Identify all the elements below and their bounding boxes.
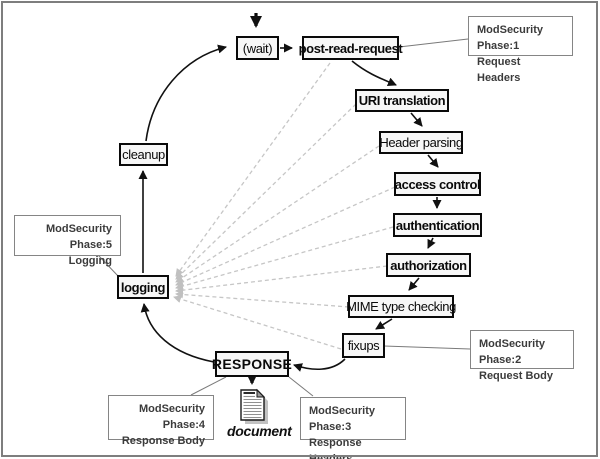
phase2-line1: ModSecurity Phase:2 [479, 338, 546, 366]
modsecurity-phase1-box: ModSecurity Phase:1 Request Headers [468, 16, 573, 84]
arrow-cleanup-to-wait [145, 44, 227, 142]
arrow-fixups-to-response [293, 358, 346, 372]
line-response-to-phase3 [288, 376, 314, 397]
node-post-read-request: post-read-request [299, 36, 403, 60]
arrow-uri-to-header [410, 112, 423, 127]
dashed-post-read-to-logging [175, 62, 331, 277]
dashed-fixups-to-logging [173, 295, 342, 350]
node-cleanup-label: cleanup [122, 147, 165, 162]
modsecurity-phase3-box: ModSecurity Phase:3 Response Headers [300, 397, 406, 459]
node-fixups-label: fixups [347, 338, 380, 353]
arrow-authz-to-mime [408, 277, 420, 291]
node-fixups: fixups [342, 333, 385, 358]
dashed-mime-to-logging [175, 290, 350, 308]
node-authentication: authentication [393, 213, 482, 237]
node-mime-type-checking-label: MIME type checking [346, 299, 456, 314]
phase4-line2: Response Body [121, 434, 205, 447]
node-uri-translation-label: URI translation [358, 93, 446, 108]
node-access-control: access control [394, 172, 481, 196]
node-wait-label: (wait) [242, 40, 273, 56]
node-logging-label: logging [120, 279, 166, 295]
arrow-mime-to-fixups [375, 318, 393, 330]
arrow-response-to-logging [140, 303, 215, 363]
dashed-authz-to-logging [175, 265, 388, 295]
node-logging: logging [117, 275, 169, 299]
node-authorization: authorization [386, 253, 471, 277]
dashed-uri-to-logging [175, 103, 357, 280]
phase3-line2: Response Headers [309, 436, 362, 459]
document-icon [240, 388, 268, 424]
line-fixups-to-phase2 [383, 345, 471, 350]
phase5-line2: Logging [68, 254, 112, 267]
modsecurity-phase4-box: ModSecurity Phase:4 Response Body [108, 395, 214, 447]
arrow-post-read-to-uri [351, 60, 397, 86]
phase1-line2: Request Headers [477, 55, 521, 84]
arrow-authn-to-authz [427, 237, 436, 249]
node-header-parsing-label: Header parsing [379, 135, 463, 150]
annotation-connectors [97, 38, 471, 397]
line-response-to-phase4 [190, 376, 227, 396]
modsecurity-phase2-box: ModSecurity Phase:2 Request Body [470, 330, 574, 382]
node-cleanup: cleanup [119, 143, 168, 166]
line-phase5-to-logging [97, 254, 120, 278]
arrow-header-to-access [427, 154, 439, 168]
node-response-label: RESPONSE [211, 356, 293, 372]
phase3-line1: ModSecurity Phase:3 [309, 405, 376, 433]
node-authentication-label: authentication [395, 217, 480, 233]
phase5-line1: ModSecurity Phase:5 [45, 223, 112, 251]
flow-arrows [138, 43, 442, 372]
dashed-authn-to-logging [175, 226, 394, 290]
logging-dashed-arrows [173, 62, 396, 350]
document-label: document [227, 423, 292, 439]
node-authorization-label: authorization [390, 257, 467, 273]
node-header-parsing: Header parsing [379, 131, 463, 154]
node-response: RESPONSE [211, 351, 293, 377]
dashed-header-to-logging [175, 145, 380, 283]
node-wait: (wait) [236, 36, 279, 60]
node-uri-translation: URI translation [355, 89, 449, 112]
node-mime-type-checking: MIME type checking [346, 295, 456, 318]
thick-arrows [246, 13, 262, 385]
dashed-access-to-logging [175, 186, 396, 286]
phase2-line2: Request Body [479, 369, 553, 382]
phase4-line1: ModSecurity Phase:4 [138, 403, 205, 431]
line-post-read-to-phase1 [398, 38, 469, 48]
phase1-line1: ModSecurity Phase:1 [477, 24, 544, 52]
modsecurity-phase5-box: ModSecurity Phase:5 Logging [14, 215, 121, 267]
node-post-read-request-label: post-read-request [298, 40, 403, 56]
node-access-control-label: access control [394, 176, 481, 192]
